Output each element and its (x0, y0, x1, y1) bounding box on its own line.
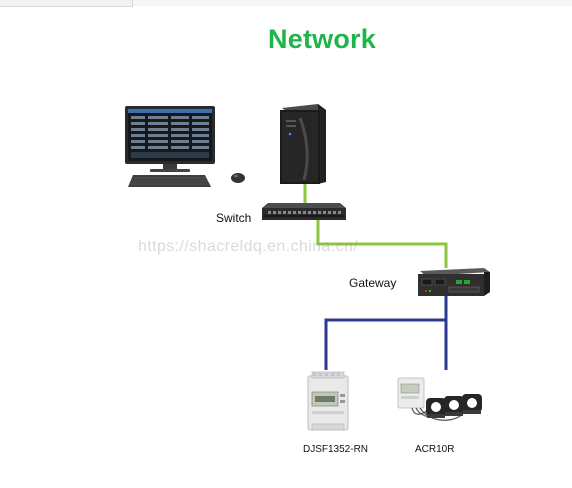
switch-label: Switch (216, 211, 252, 225)
din-rail-meter-icon (307, 371, 349, 431)
rs485-links (324, 296, 448, 370)
watermark-text: https://shacreldq.en.china.cn/ (138, 238, 359, 255)
top-tab-strip (0, 0, 572, 7)
page-title: Network (268, 24, 376, 54)
network-switch-icon (262, 203, 346, 220)
tower-server-icon (280, 104, 326, 184)
bus-meter1-link (324, 318, 446, 370)
top-tab (82, 0, 133, 7)
gateway-label: Gateway (349, 276, 397, 290)
ethernet-links (303, 183, 448, 268)
meter1-label: DJSF1352-RN (303, 444, 369, 455)
meter-with-ct-icon (397, 377, 482, 421)
gateway-device-icon (418, 268, 490, 296)
desktop-computer-icon (125, 106, 245, 187)
meter2-label: ACR10R (415, 444, 455, 455)
switch-gateway-link (316, 220, 448, 268)
